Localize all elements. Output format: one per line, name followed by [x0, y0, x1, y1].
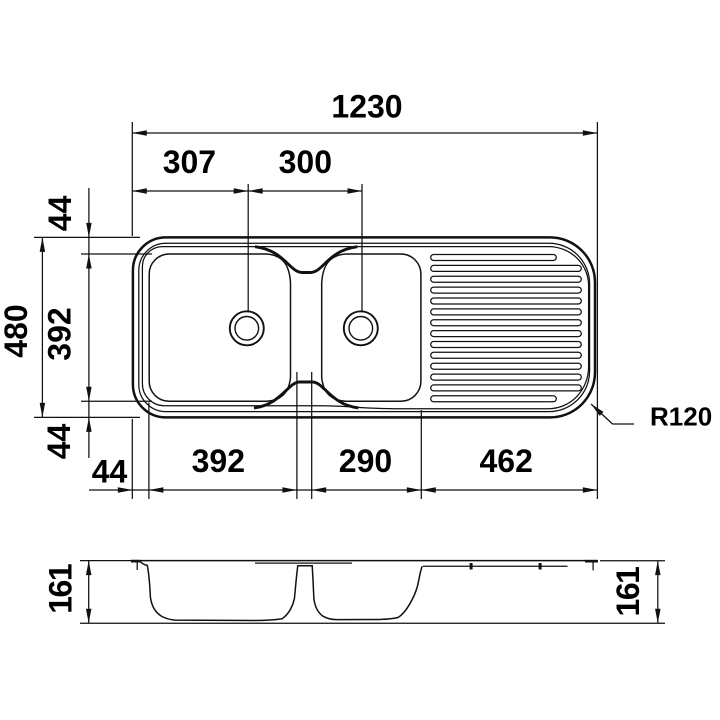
svg-text:R120: R120 [650, 402, 712, 432]
svg-text:480: 480 [0, 304, 34, 357]
svg-text:392: 392 [192, 443, 245, 479]
svg-text:161: 161 [43, 564, 79, 614]
svg-text:161: 161 [610, 567, 646, 617]
svg-text:307: 307 [163, 144, 216, 180]
svg-text:290: 290 [339, 443, 392, 479]
svg-text:462: 462 [480, 443, 533, 479]
svg-text:300: 300 [279, 144, 332, 180]
svg-text:44: 44 [42, 195, 78, 231]
svg-text:44: 44 [41, 424, 77, 460]
svg-text:1230: 1230 [331, 89, 402, 125]
svg-text:44: 44 [92, 454, 128, 490]
svg-text:392: 392 [42, 307, 78, 360]
